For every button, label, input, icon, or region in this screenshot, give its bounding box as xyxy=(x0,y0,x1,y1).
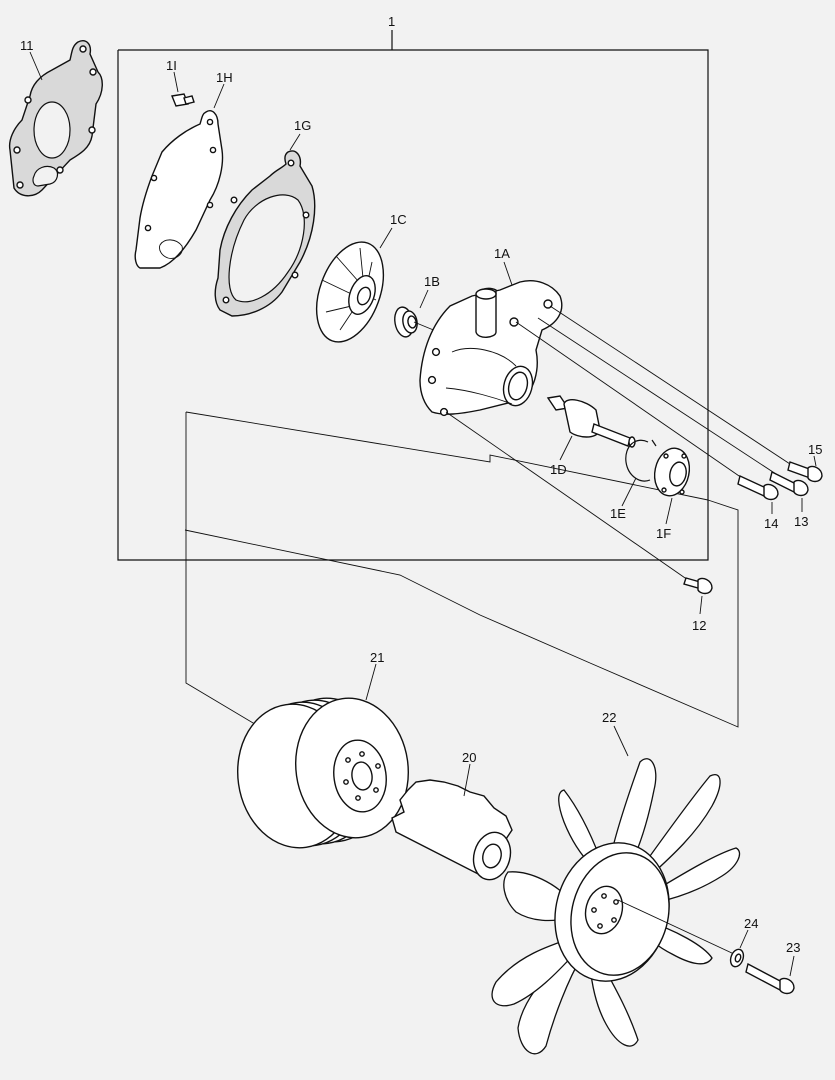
label-12: 12 xyxy=(692,618,706,633)
washer-24 xyxy=(729,948,745,968)
plate-1h xyxy=(134,110,224,269)
label-1a: 1A xyxy=(494,246,510,261)
label-1h: 1H xyxy=(216,70,233,85)
gasket-1g xyxy=(214,150,316,317)
seal-1b xyxy=(394,306,418,338)
label-20: 20 xyxy=(462,750,476,765)
pulley-21 xyxy=(236,697,410,849)
bolt-13 xyxy=(769,470,809,497)
assembly-box xyxy=(117,30,709,561)
label-assembly: 1 xyxy=(388,14,395,29)
pump-housing-1a xyxy=(419,280,563,417)
gasket-11 xyxy=(8,40,103,197)
bolt-leader-lines xyxy=(445,305,791,581)
label-21: 21 xyxy=(370,650,384,665)
label-23: 23 xyxy=(786,940,800,955)
label-1c: 1C xyxy=(390,212,407,227)
explosion-guide-lines xyxy=(184,411,739,746)
label-11: 11 xyxy=(20,38,34,53)
shaft-1d xyxy=(546,395,636,448)
flange-1f xyxy=(653,447,691,497)
bolt-15 xyxy=(787,461,823,483)
label-24: 24 xyxy=(744,916,758,931)
bolt-12 xyxy=(683,577,713,595)
label-1g: 1G xyxy=(294,118,311,133)
bolt-14 xyxy=(737,475,779,501)
spacer-20 xyxy=(391,779,513,881)
label-14: 14 xyxy=(764,516,778,531)
circlip-1e xyxy=(625,439,657,482)
label-22: 22 xyxy=(602,710,616,725)
label-1f: 1F xyxy=(656,526,671,541)
label-13: 13 xyxy=(794,514,808,529)
bolt-23 xyxy=(745,962,795,995)
label-1d: 1D xyxy=(550,462,567,477)
label-1i: 1I xyxy=(166,58,177,73)
label-1e: 1E xyxy=(610,506,626,521)
fan-22 xyxy=(491,758,741,1055)
impeller-1c xyxy=(315,241,385,343)
label-15: 15 xyxy=(808,442,822,457)
bolt-1i xyxy=(171,93,195,107)
label-1b: 1B xyxy=(424,274,440,289)
